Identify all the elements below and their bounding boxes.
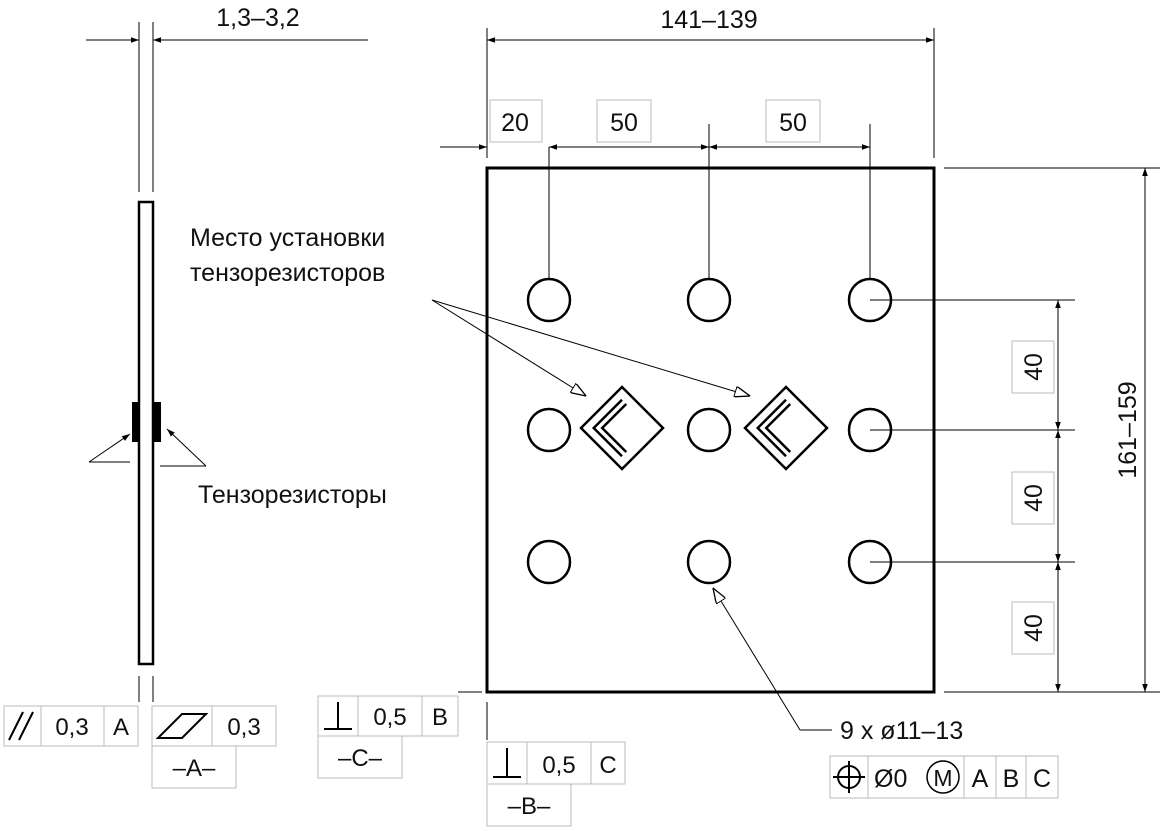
svg-text:–A–: –A– [173, 755, 216, 782]
perp-b-tolerance: 0,5 [373, 704, 406, 731]
svg-text:40: 40 [1020, 614, 1048, 642]
flatness-tolerance: 0,3 [227, 714, 260, 741]
hole-spacing-x-2-label: 50 [765, 99, 821, 143]
flatness-icon [155, 713, 209, 739]
side-plate [137, 200, 155, 666]
position-tolerance: Ø0 [874, 765, 907, 793]
parallelism-datum: A [113, 714, 129, 741]
position-icon [833, 761, 865, 793]
hole-spacing-x-1-label: 50 [596, 99, 652, 143]
holes-callout: 9 x ø11–13 [840, 717, 963, 745]
parallelism-control-frame: 0,3 A [3, 705, 139, 747]
sensors-label: Тензорезисторы [198, 481, 387, 509]
svg-text:40: 40 [1020, 484, 1048, 512]
parallelism-tolerance: 0,3 [55, 714, 88, 741]
position-modifier: M [933, 765, 952, 791]
parallelism-icon [8, 711, 34, 741]
sensor-place-leader-1 [431, 299, 586, 396]
perpendicularity-icon [324, 702, 352, 730]
datum-c-label: –C– [317, 735, 403, 779]
hole-spacing-y-1-label: 40 [1011, 340, 1055, 394]
sensor-place-label-line1: Место установки [190, 224, 385, 252]
strain-gauge-2 [743, 385, 829, 471]
edge-offset-dim: 20 [489, 99, 543, 143]
datum-a-label: –A– [151, 745, 237, 789]
svg-text:20: 20 [501, 109, 529, 137]
side-view: 1,3–3,2 Тензорезисторы 0,3 A 0,3 [3, 4, 387, 789]
hole-r2-c1 [526, 407, 572, 453]
height-dim-label: 161–159 [1114, 381, 1142, 478]
position-datum-3: C [1033, 765, 1051, 793]
width-dim-label: 141–139 [660, 6, 757, 34]
hole-r1-c1 [526, 277, 572, 323]
datum-b-label: –B– [486, 783, 572, 827]
side-strain-gauge-left [132, 402, 139, 442]
svg-text:40: 40 [1020, 353, 1048, 381]
flatness-control-frame: 0,3 [151, 705, 277, 747]
hole-spacing-y-3-label: 40 [1011, 601, 1055, 655]
front-view: 141–139 20 50 50 40 [190, 6, 1160, 827]
position-datum-2: B [1003, 765, 1020, 793]
sensor-leader-right [166, 428, 207, 467]
position-control-frame: Ø0 M A B C [829, 755, 1059, 799]
perp-b-datum: B [432, 704, 448, 731]
hole-r2-c2 [686, 407, 732, 453]
strain-gauge-1 [579, 385, 665, 471]
sensor-leader-left [88, 433, 131, 463]
perpendicularity-icon [493, 748, 521, 778]
sensor-place-leader-2 [431, 299, 750, 396]
side-strain-gauge-right [153, 402, 161, 442]
hole-r3-c1 [526, 539, 572, 585]
max-material-circle [926, 760, 960, 794]
sensor-place-label-line2: тензорезисторов [190, 259, 385, 287]
svg-text:–B–: –B– [508, 793, 551, 820]
perpendicularity-control-frame-c: 0,5 C [486, 741, 626, 785]
svg-text:–C–: –C– [338, 745, 383, 772]
svg-text:50: 50 [610, 109, 638, 137]
perp-c-tolerance: 0,5 [542, 752, 575, 779]
hole-spacing-y-2-label: 40 [1011, 471, 1055, 525]
thickness-dim-label: 1,3–3,2 [216, 4, 299, 32]
hole-r3-c2 [686, 539, 732, 585]
perp-c-datum: C [599, 752, 616, 779]
svg-text:50: 50 [779, 109, 807, 137]
perpendicularity-control-frame-b: 0,5 B [317, 695, 459, 737]
position-datum-1: A [972, 765, 989, 793]
hole-r1-c2 [686, 277, 732, 323]
